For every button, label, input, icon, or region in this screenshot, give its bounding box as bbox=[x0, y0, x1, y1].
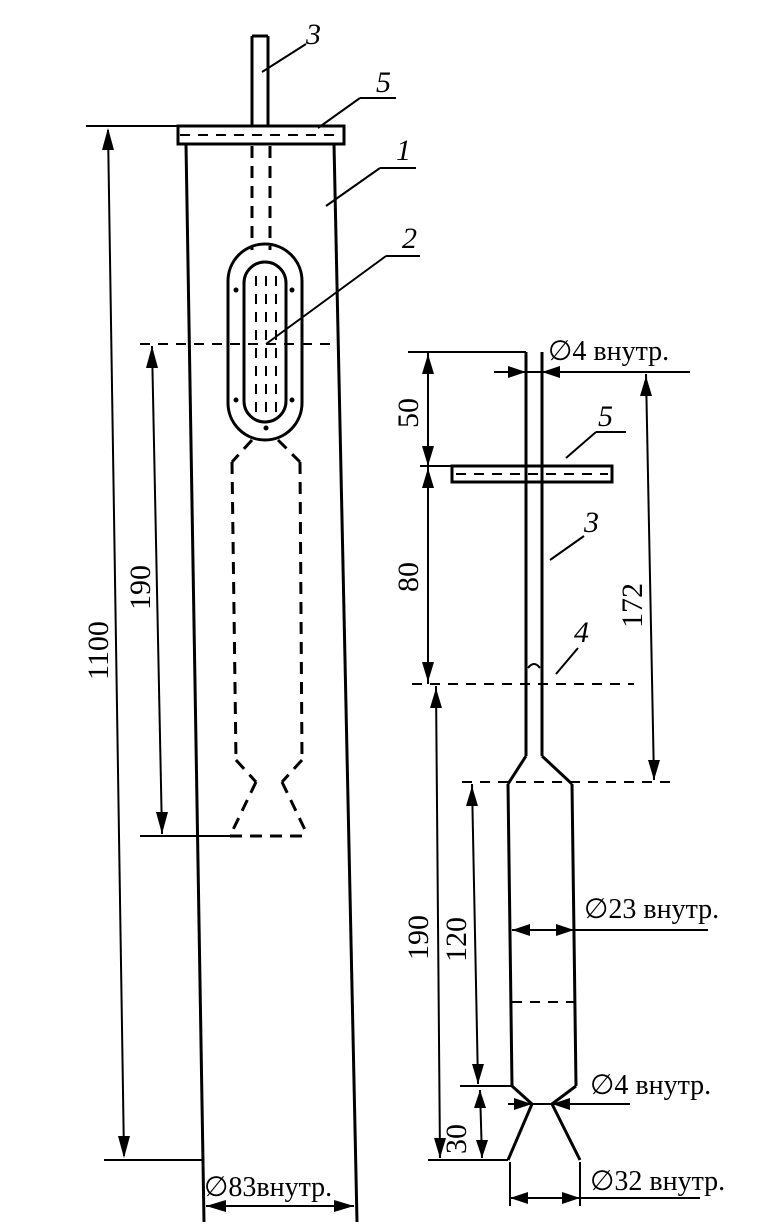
leader-3-right bbox=[549, 535, 585, 561]
leader-4 bbox=[555, 647, 579, 675]
mark-arc bbox=[527, 663, 541, 669]
ampoule bbox=[226, 242, 304, 442]
dimension-line-172 bbox=[640, 373, 660, 781]
dimension-line-body-diameter bbox=[512, 924, 708, 936]
dimension-line-1100 bbox=[102, 128, 130, 1158]
dimension-line-190-right bbox=[430, 685, 446, 1159]
dimension-line-83 bbox=[206, 1200, 354, 1212]
label-lid-5: 5 bbox=[376, 66, 391, 99]
dimension-190-left: 190 bbox=[124, 565, 157, 610]
label-rod-3-right: 3 bbox=[583, 506, 599, 539]
lid bbox=[176, 124, 346, 146]
right-view: 50 80 172 190 120 30 bbox=[392, 336, 725, 1206]
leader-5 bbox=[317, 97, 361, 129]
dimension-30: 30 bbox=[440, 1124, 473, 1154]
dimension-diameter-4-top: ∅4 внутр. bbox=[548, 336, 669, 367]
dimension-50: 50 bbox=[392, 398, 425, 428]
rod-hidden bbox=[250, 146, 272, 250]
label-rod-3: 3 bbox=[305, 18, 321, 51]
lid-section bbox=[450, 464, 614, 484]
leader-3 bbox=[261, 43, 307, 73]
dimension-diameter-32: ∅32 внутр. bbox=[590, 1166, 725, 1197]
dimension-1100: 1100 bbox=[82, 621, 115, 680]
dimension-line-50-80 bbox=[422, 352, 434, 684]
dimension-190-right: 190 bbox=[402, 915, 435, 960]
dimension-line-30 bbox=[474, 1089, 488, 1159]
rod-top bbox=[250, 34, 270, 126]
label-tube-1: 1 bbox=[396, 134, 411, 167]
outer-tube bbox=[184, 143, 359, 1223]
dimension-line-120 bbox=[466, 783, 484, 1085]
leader-2 bbox=[265, 255, 387, 345]
dimension-120: 120 bbox=[440, 917, 473, 962]
left-view: 1100 190 ∅83внутр. 3 5 1 2 bbox=[82, 18, 420, 1223]
leader-5-right bbox=[565, 431, 597, 459]
dimension-line-base-diameter bbox=[509, 1162, 700, 1206]
capillary-rod bbox=[524, 352, 544, 756]
dimension-diameter-4-neck: ∅4 внутр. bbox=[590, 1070, 711, 1101]
dimension-diameter-83: ∅83внутр. bbox=[204, 1172, 332, 1203]
dimension-80: 80 bbox=[392, 562, 425, 592]
dimension-diameter-23: ∅23 внутр. bbox=[584, 894, 719, 925]
leader-1 bbox=[325, 167, 381, 207]
label-lid-5-right: 5 bbox=[598, 400, 613, 433]
label-mark-4: 4 bbox=[574, 616, 589, 649]
dimension-line-neck-diameter bbox=[508, 1098, 630, 1110]
dimension-line-190-left bbox=[146, 345, 168, 835]
dimension-line-rod-diameter bbox=[494, 366, 690, 378]
vessel-hidden bbox=[228, 438, 310, 838]
label-ampoule-2: 2 bbox=[402, 222, 417, 255]
dimension-172: 172 bbox=[616, 583, 649, 628]
body bbox=[506, 754, 582, 1161]
